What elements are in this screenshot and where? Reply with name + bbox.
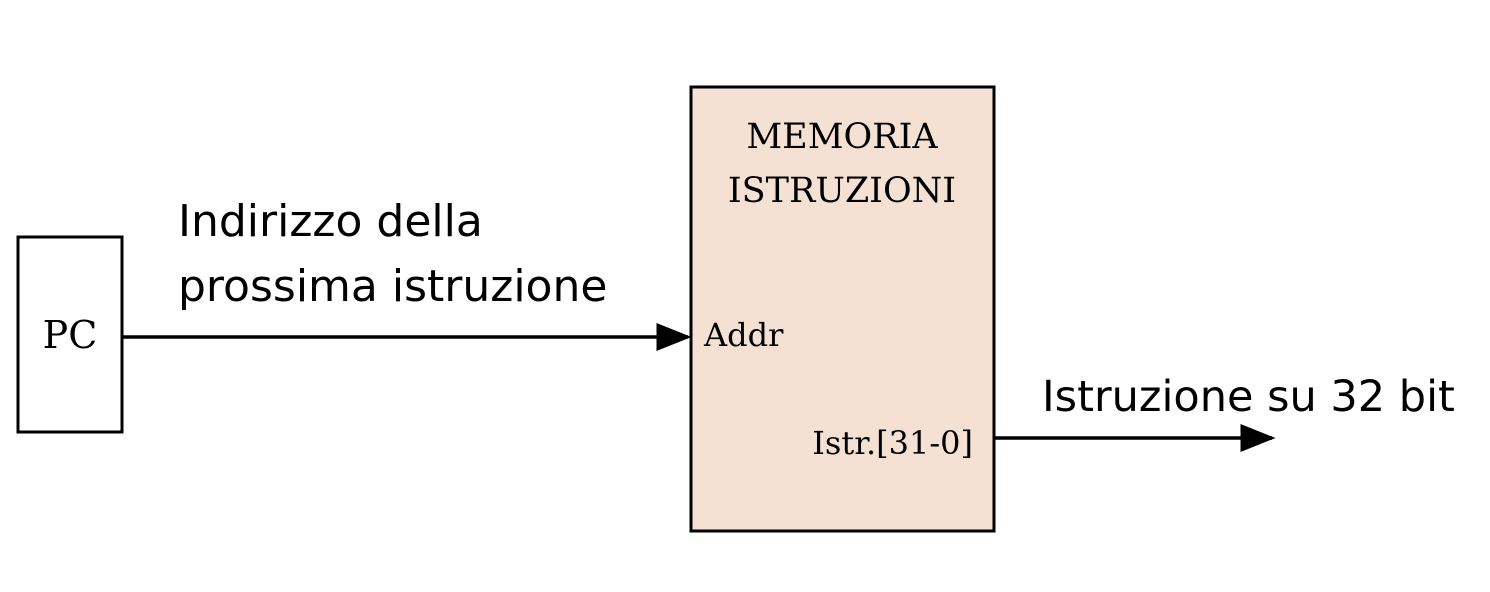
pc-register: PC [16, 235, 124, 434]
address-wire: Indirizzo della prossima istruzione [122, 196, 692, 351]
address-label-line2: prossima istruzione [178, 261, 607, 312]
memory-title-line2: ISTRUZIONI [728, 171, 956, 211]
memory-title-line1: MEMORIA [746, 117, 938, 157]
instruction-label: Istruzione su 32 bit [1042, 372, 1455, 422]
pc-box [16, 235, 124, 434]
pc-label: PC [43, 313, 98, 357]
instruction-wire: Istruzione su 32 bit [994, 372, 1455, 452]
address-label-line1: Indirizzo della [178, 196, 483, 247]
instr-port-label: Istr.[31-0] [812, 424, 973, 462]
instruction-memory: MEMORIA ISTRUZIONI Addr Istr.[31-0] [689, 85, 996, 533]
addr-port-label: Addr [703, 316, 784, 354]
memory-box [689, 85, 996, 533]
